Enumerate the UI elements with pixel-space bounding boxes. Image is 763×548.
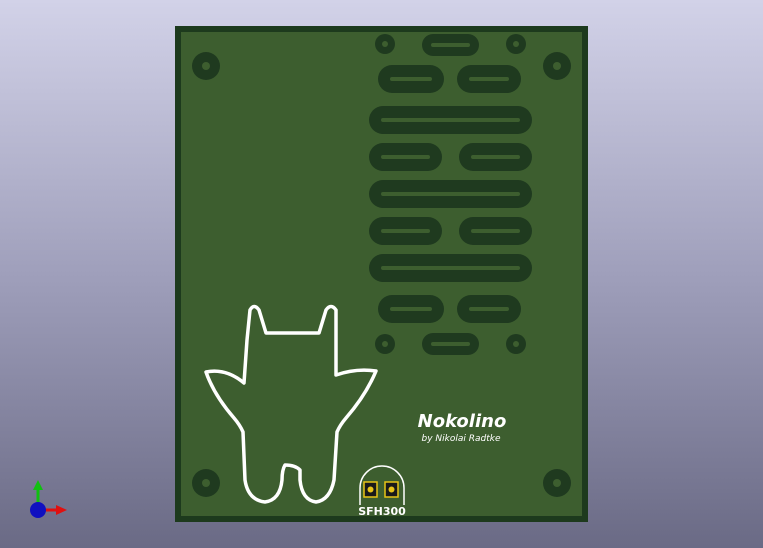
sensor-footprint: SFH300 xyxy=(358,465,406,518)
grille-slot-centers xyxy=(381,41,520,347)
mounting-hole-centers xyxy=(202,62,561,487)
mascot-silkscreen xyxy=(204,304,378,504)
board-title: Nokolino xyxy=(418,411,507,432)
component-label: SFH300 xyxy=(358,505,406,518)
x-axis-arrow-icon xyxy=(56,505,67,515)
axes-gizmo xyxy=(30,480,67,518)
sensor-outline xyxy=(359,465,405,505)
z-axis-icon xyxy=(30,502,46,518)
board-author: by Nikolai Radtke xyxy=(422,434,501,444)
y-axis-arrow-icon xyxy=(33,480,43,490)
